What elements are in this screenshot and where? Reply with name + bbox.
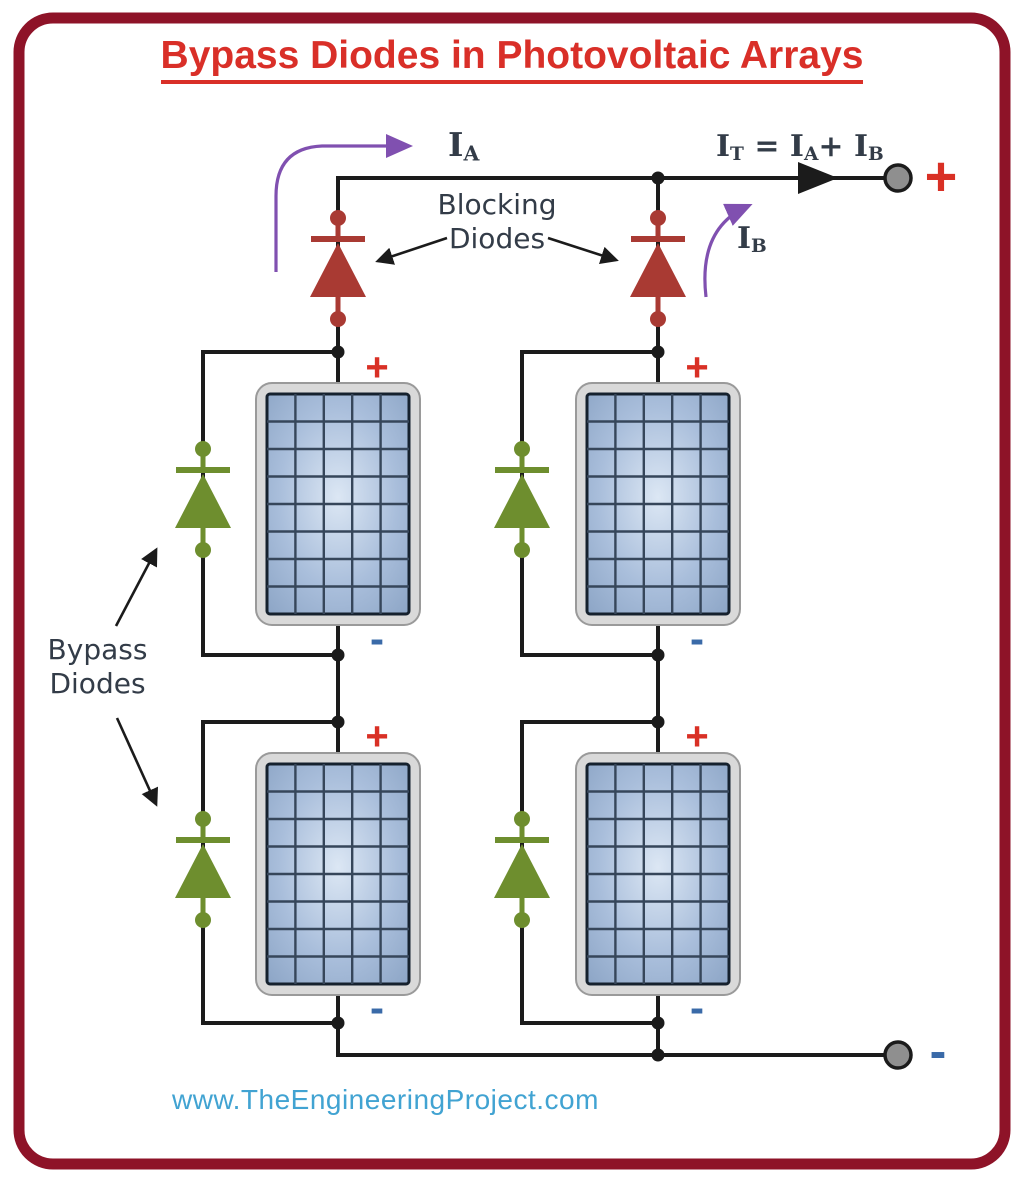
- bus-arrowhead: [798, 162, 838, 194]
- positive-terminal-sign: +: [924, 144, 958, 208]
- current-ia-label: IA: [448, 125, 480, 166]
- negative-terminal-sign: -: [929, 1023, 947, 1079]
- solar-panel-3: [254, 751, 422, 997]
- panel-plus-sign: +: [365, 714, 389, 759]
- panel-minus-sign: -: [370, 615, 384, 662]
- blocking-diode-left: [310, 210, 366, 327]
- solar-panel-1: [254, 381, 422, 627]
- panel-plus-sign: +: [685, 345, 709, 390]
- junction-dots: [331, 171, 665, 1062]
- bypass-diode-bottom-left: [175, 811, 231, 928]
- bypass-label-arrow-lower: [115, 717, 159, 807]
- panel-plus-sign: +: [365, 345, 389, 390]
- panel-plus-sign: +: [685, 714, 709, 759]
- blocking-label-line1: Blocking: [437, 188, 557, 221]
- bypass-label-line1: Bypass: [47, 633, 148, 666]
- blocking-label-arrow-right: [547, 236, 619, 264]
- current-arrow-ia: [274, 134, 413, 272]
- blocking-diodes-label: Blocking Diodes: [402, 188, 592, 256]
- diagram-title: Bypass Diodes in Photovoltaic Arrays: [0, 34, 1024, 84]
- current-ib-label: IB: [737, 221, 767, 258]
- panel-minus-sign: -: [370, 984, 384, 1031]
- watermark: www.TheEngineeringProject.com: [172, 1084, 599, 1115]
- bypass-label-line2: Diodes: [49, 667, 146, 700]
- diagram-border: [13, 12, 1011, 1170]
- positive-terminal-node: [883, 163, 913, 193]
- bypass-diodes-label: Bypass Diodes: [5, 633, 190, 701]
- blocking-label-arrow-left: [375, 236, 448, 265]
- negative-terminal-node: [883, 1040, 913, 1070]
- solar-panel-2: [574, 381, 742, 627]
- blocking-label-line2: Diodes: [448, 222, 546, 255]
- bypass-diode-top-right: [494, 441, 550, 558]
- blocking-diode-right: [630, 210, 686, 327]
- current-arrow-ib: [703, 203, 753, 298]
- bypass-diode-top-left: [175, 441, 231, 558]
- solar-panel-4: [574, 751, 742, 997]
- bypass-label-arrow-upper: [114, 547, 158, 627]
- bypass-diode-bottom-right: [494, 811, 550, 928]
- panel-minus-sign: -: [690, 615, 704, 662]
- panel-minus-sign: -: [690, 984, 704, 1031]
- current-formula: IT = IA+ IB: [716, 129, 884, 166]
